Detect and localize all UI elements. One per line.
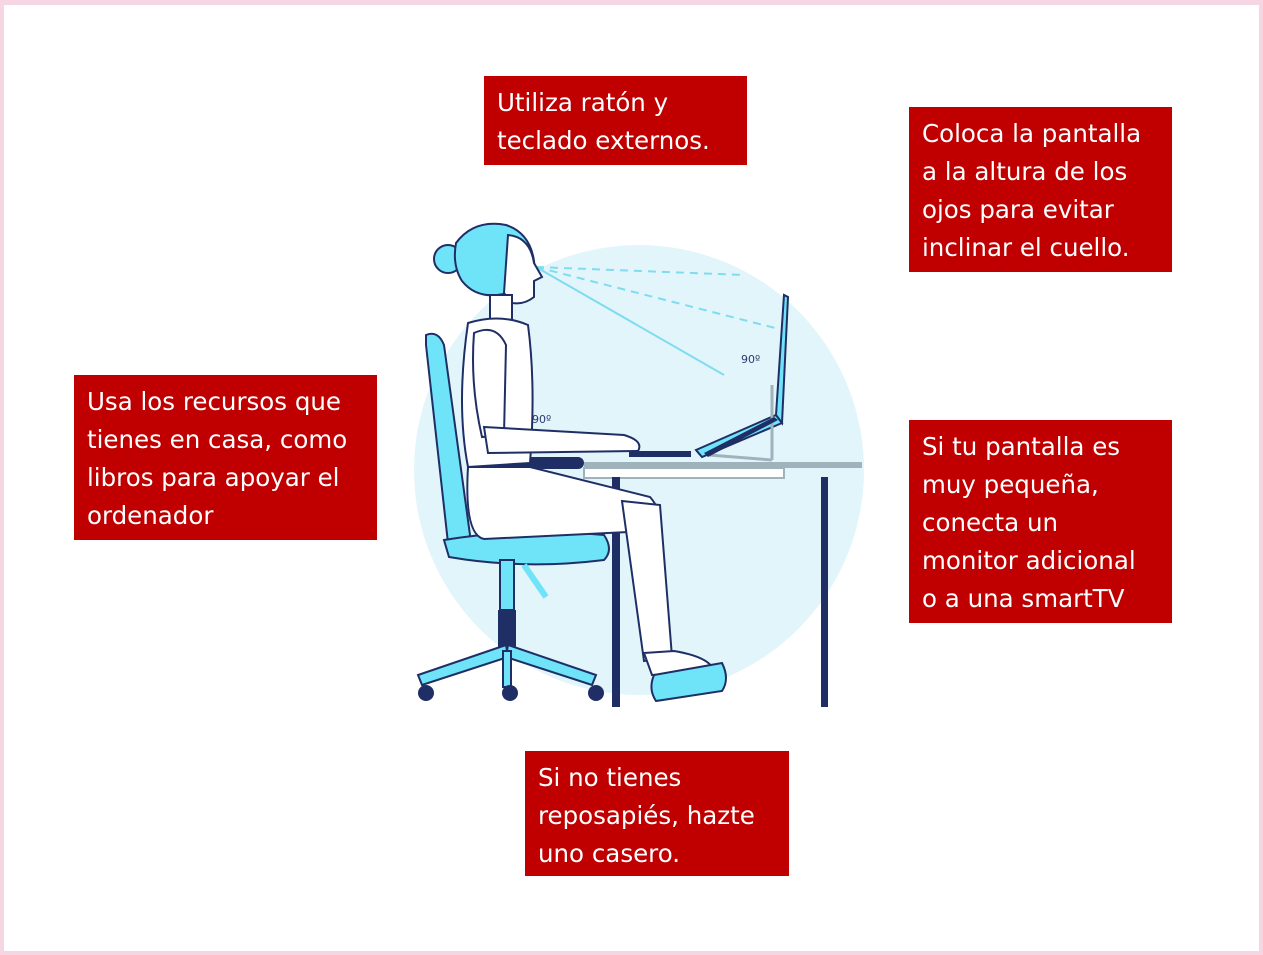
- laptop-on-stand: [694, 293, 790, 462]
- footrest: [650, 661, 727, 703]
- ergonomic-posture-illustration: 90º 90º: [414, 222, 864, 707]
- tip-home-resources: Usa los recursos que tienes en casa, com…: [74, 375, 377, 540]
- elbow-angle-label: 90º: [532, 413, 551, 426]
- external-keyboard: [629, 451, 691, 457]
- desk: [583, 462, 862, 707]
- sight-lines: [535, 266, 780, 376]
- tip-keyboard-mouse: Utiliza ratón y teclado externos.: [484, 76, 747, 165]
- seated-person: 90º: [433, 222, 716, 677]
- tip-extra-monitor: Si tu pantalla es muy pequeña, conecta u…: [909, 420, 1172, 623]
- tip-footrest: Si no tienes reposapiés, hazte uno caser…: [525, 751, 789, 876]
- tip-screen-height: Coloca la pantalla a la altura de los oj…: [909, 107, 1172, 272]
- screen-angle-label: 90º: [741, 353, 760, 366]
